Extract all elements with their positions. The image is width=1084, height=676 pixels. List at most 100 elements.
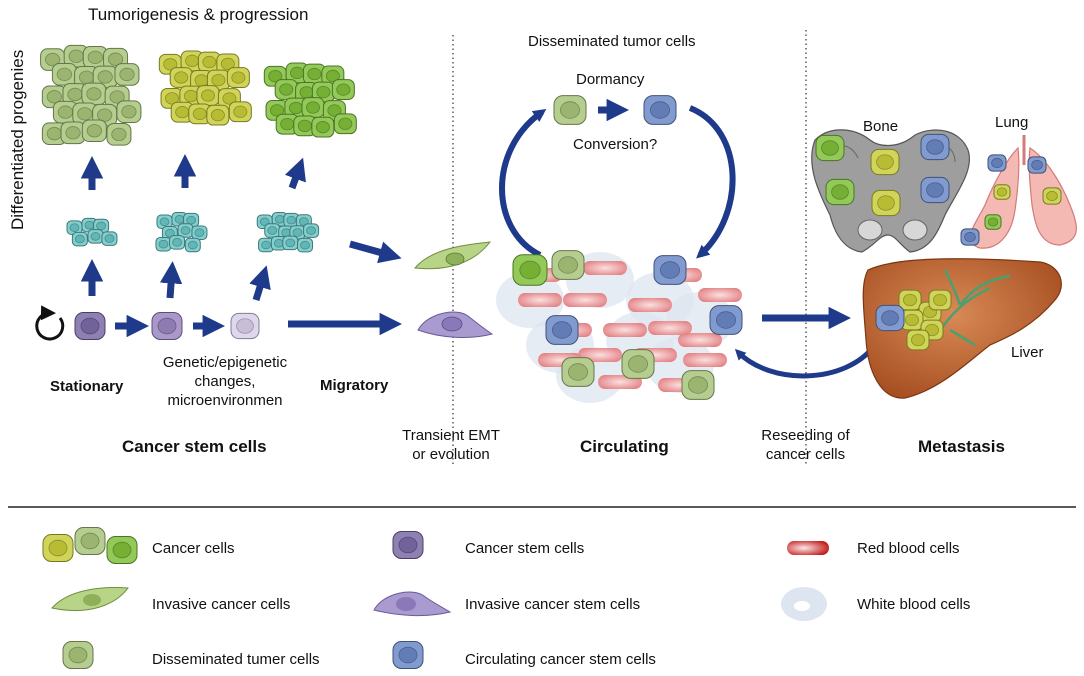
cluster-cell [169, 235, 186, 250]
liver-cell [898, 289, 922, 311]
cluster-cell [71, 231, 88, 247]
cluster-cell [197, 51, 221, 73]
reseeding-arrow [734, 343, 877, 379]
bone-stem-cell [920, 176, 950, 204]
legend-label-cancer-cells: Cancer cells [152, 540, 235, 557]
cluster-cell [60, 121, 86, 145]
circulating-stem-cell [545, 315, 579, 345]
legend-label-red-blood-cells: Red blood cells [857, 540, 960, 557]
cluster-cell [66, 220, 83, 235]
conversion-label: Conversion? [573, 136, 658, 153]
legend-stem-cell [392, 531, 424, 559]
dormancy-arrow-right [688, 105, 736, 259]
side-label-holder: Differentiated progenies [0, 50, 34, 230]
stem-cell [230, 312, 260, 340]
genetic-changes-label: Genetic/epigenetic changes, microenviron… [162, 354, 288, 409]
progenitor-cluster-1 [66, 217, 118, 247]
cluster-cell [156, 214, 173, 230]
cluster-cell [170, 101, 194, 123]
legend-label-white-blood-cells: White blood cells [857, 596, 971, 613]
stem-cell [151, 312, 183, 340]
cluster-cell [62, 83, 88, 106]
cancer-cell-cluster-yellow [158, 50, 252, 126]
cluster-cell [206, 69, 230, 91]
cluster-cell [155, 236, 172, 252]
cancer-stem-cells-heading: Cancer stem cells [122, 437, 267, 456]
circulating-cells [512, 95, 743, 400]
cancer-cell-cluster-green [263, 62, 357, 138]
red-blood-cell [603, 323, 647, 337]
red-blood-cell [648, 321, 692, 335]
bone-cell [871, 189, 901, 217]
dormancy-arrow-left [499, 108, 547, 258]
cluster-cell [331, 79, 355, 100]
liver-label: Liver [1011, 344, 1044, 361]
cluster-cell [72, 102, 98, 126]
legend-cancer-cell [42, 534, 74, 562]
metastatic-cells [815, 133, 1062, 351]
cancer-cell-cluster-pale [40, 44, 142, 146]
bone-stem-cell [920, 133, 950, 161]
cluster-cell [297, 237, 314, 253]
legend-circulating-stem-cell [392, 641, 424, 669]
top-title: Tumorigenesis & progression [88, 5, 309, 24]
liver-cell [928, 289, 952, 311]
legend-disseminated-cell [62, 641, 94, 669]
cluster-cell [51, 63, 77, 86]
stem-cell [74, 312, 106, 340]
bone-cell [815, 134, 845, 162]
cluster-cell [106, 123, 132, 146]
cluster-cell [196, 85, 220, 106]
legend-cancer-cell [74, 527, 106, 555]
red-blood-cell [678, 333, 722, 347]
cluster-cell [52, 100, 78, 124]
legend-label-circulating-stem-cells: Circulating cancer stem cells [465, 651, 656, 668]
cluster-cell [191, 225, 208, 240]
cluster-cell [179, 85, 203, 107]
cluster-cell [114, 63, 140, 86]
cluster-cell [63, 44, 89, 68]
liver-stem-cell [875, 304, 905, 332]
red-blood-cell [518, 293, 562, 307]
lung-cell [987, 154, 1007, 172]
lung-cell [984, 214, 1002, 230]
liver-cell [906, 329, 930, 351]
dormant-cell [553, 95, 587, 125]
bone-cell [825, 178, 855, 206]
red-blood-cell [628, 298, 672, 312]
legend-cancer-cell [106, 536, 138, 564]
cluster-cell [188, 103, 212, 125]
cluster-cell [81, 119, 107, 143]
cluster-cell [264, 223, 281, 238]
cluster-cell [293, 115, 317, 137]
stem-cell-lineage [74, 312, 260, 340]
progenitor-cluster-3 [256, 212, 320, 253]
side-label: Differentiated progenies [8, 49, 27, 230]
progenitor-cluster-2 [155, 212, 208, 253]
cluster-cell [274, 79, 298, 100]
cluster-cell [303, 223, 320, 238]
cluster-cell [256, 214, 273, 230]
cluster-cell [81, 82, 107, 106]
cluster-cell [184, 237, 201, 253]
lung-cell [960, 228, 980, 246]
transient-emt-label: Transient EMT or evolution [402, 427, 500, 463]
legend-label-invasive-cancer-cells: Invasive cancer cells [152, 596, 291, 613]
lung-cell [993, 184, 1011, 200]
circulating-heading: Circulating [580, 437, 669, 456]
cluster-cell [228, 101, 252, 123]
stationary-label: Stationary [50, 378, 124, 395]
circulating-cell [512, 254, 548, 286]
progression-arrows [80, 98, 851, 338]
dormancy-label: Dormancy [576, 71, 645, 88]
invasive-stem-cell [417, 311, 494, 338]
legend-icons [42, 527, 829, 669]
red-blood-cell [563, 293, 607, 307]
metastasis-heading: Metastasis [918, 437, 1005, 456]
circulating-stem-cell [709, 305, 743, 335]
circulating-stem-cell [653, 255, 687, 285]
cluster-cell [301, 97, 325, 118]
self-renewal-icon [35, 305, 65, 341]
